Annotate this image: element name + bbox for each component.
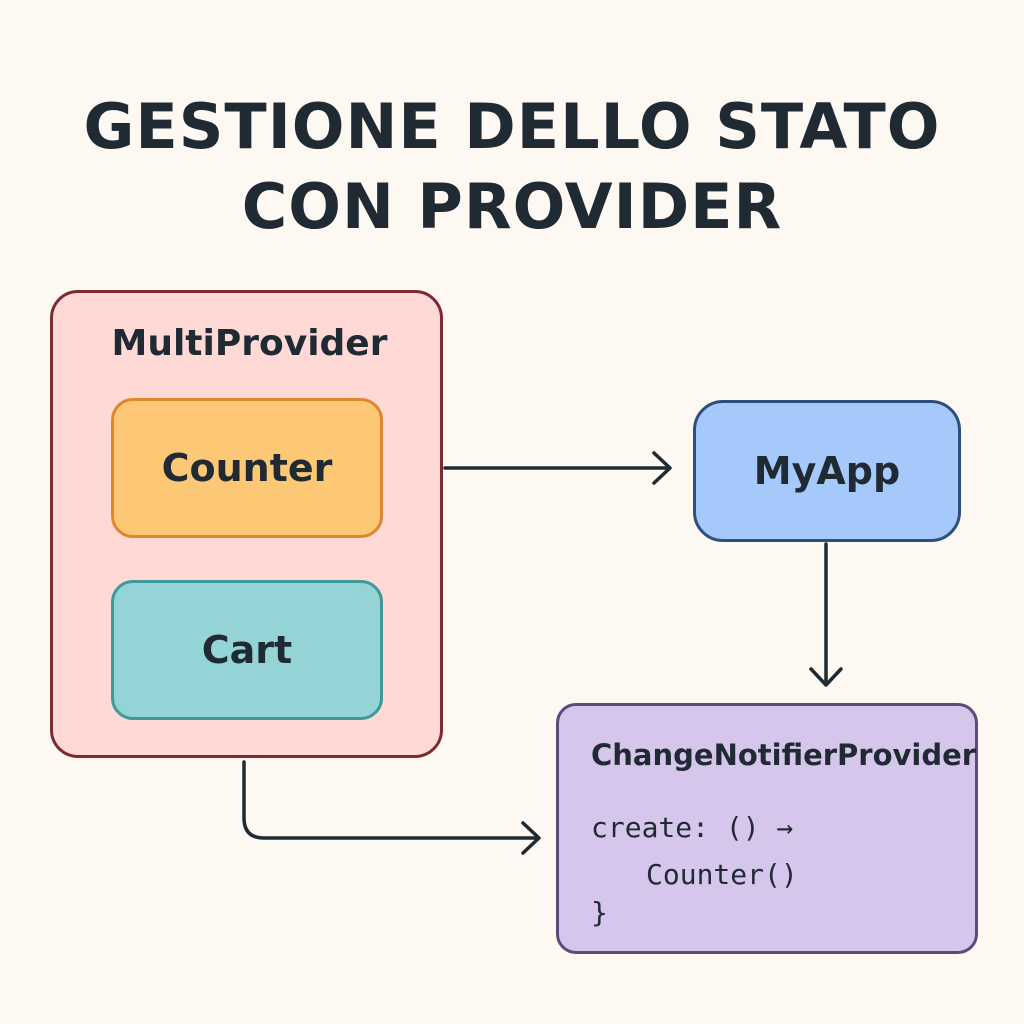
arrow-myapp-to-changenotifier [809, 542, 843, 687]
code-line-counter: Counter() [646, 858, 798, 891]
myapp-box: MyApp [693, 400, 961, 542]
myapp-label: MyApp [753, 449, 901, 493]
changenotifierprovider-box: ChangeNotifierProvider create: () → Coun… [556, 703, 978, 954]
changenotifierprovider-label: ChangeNotifierProvider [591, 738, 977, 772]
cart-box: Cart [111, 580, 383, 720]
counter-label: Counter [161, 446, 333, 490]
code-line-close-brace: } [591, 896, 608, 929]
title-line-1: GESTIONE DELLO STATO [83, 90, 941, 163]
counter-box: Counter [111, 398, 383, 538]
title-line-2: CON PROVIDER [241, 170, 783, 243]
arrow-multiprovider-to-changenotifier [242, 760, 541, 855]
multiprovider-label: MultiProvider [111, 323, 388, 364]
code-line-create: create: () → [591, 811, 794, 844]
arrow-multiprovider-to-myapp [443, 451, 672, 485]
cart-label: Cart [201, 628, 293, 672]
